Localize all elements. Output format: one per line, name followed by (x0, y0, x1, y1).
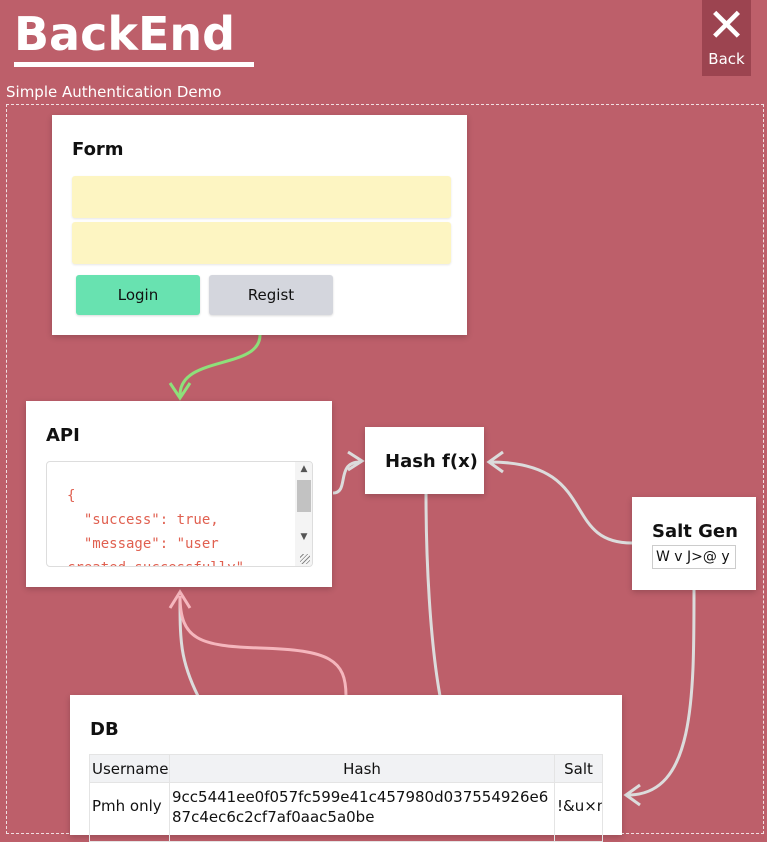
scroll-thumb[interactable] (297, 480, 311, 512)
salt-to-db-arrow (627, 589, 696, 797)
db-card: DB Username Hash Salt Pmh only 9cc5441ee… (70, 695, 622, 842)
scroll-down-icon[interactable]: ▼ (300, 532, 308, 542)
hash-title: Hash f(x) (385, 451, 478, 472)
api-response-textarea[interactable]: { "success": true, "message": "user crea… (46, 461, 313, 567)
salt-to-db-arrowhead (623, 783, 641, 807)
connector-lines (168, 334, 696, 807)
page-subtitle: Simple Authentication Demo (6, 83, 222, 101)
salt-cell: !&u×m (554, 782, 603, 842)
api-to-hash-arrowhead (347, 450, 365, 472)
title-underline (14, 62, 254, 67)
resize-grip-icon[interactable] (300, 554, 310, 564)
form-to-api-arrowhead (168, 382, 192, 401)
api-scrollbar[interactable]: ▲ ▼ (295, 462, 312, 566)
api-title: API (46, 425, 80, 446)
scroll-up-icon[interactable]: ▲ (300, 464, 308, 474)
salt-card: Salt Gen W v J>@ y (632, 497, 756, 590)
column-header-hash: Hash (169, 754, 555, 783)
api-response-text: { "success": true, "message": "user crea… (67, 488, 244, 566)
back-label: Back (708, 50, 745, 68)
salt-to-hash-arrow (489, 460, 633, 545)
hash-card: Hash f(x) (365, 427, 484, 494)
column-header-salt: Salt (554, 754, 603, 783)
table-header-row: Username Hash Salt (89, 754, 603, 783)
form-to-api-arrow (178, 334, 262, 396)
hash-cell: 9cc5441ee0f057fc599e41c457980d037554926e… (169, 782, 555, 842)
column-header-username: Username (89, 754, 170, 783)
salt-to-hash-arrowhead (486, 450, 504, 474)
regist-button[interactable]: Regist (209, 275, 333, 315)
password-input[interactable] (72, 222, 451, 264)
table-row: Pmh only 9cc5441ee0f057fc599e41c457980d0… (89, 782, 603, 842)
page-title: BackEnd (14, 7, 236, 61)
db-title: DB (90, 719, 119, 740)
api-to-hash-arrow (332, 460, 361, 495)
form-title: Form (72, 139, 124, 160)
hash-to-db-line (424, 493, 442, 697)
api-card: API { "success": true, "message": "user … (26, 401, 332, 587)
salt-value-field[interactable]: W v J>@ y (652, 545, 736, 569)
close-icon: ✕ (707, 0, 746, 52)
form-card: Form Login Regist (52, 115, 467, 335)
db-to-api-pink-arrow (178, 595, 348, 697)
username-cell: Pmh only (89, 782, 170, 842)
salt-title: Salt Gen (652, 521, 738, 542)
back-button[interactable]: ✕ Back (702, 0, 751, 76)
login-button[interactable]: Login (76, 275, 200, 315)
username-input[interactable] (72, 176, 451, 218)
db-table: Username Hash Salt Pmh only 9cc5441ee0f0… (89, 754, 603, 842)
db-to-api-arrowhead (168, 589, 192, 609)
